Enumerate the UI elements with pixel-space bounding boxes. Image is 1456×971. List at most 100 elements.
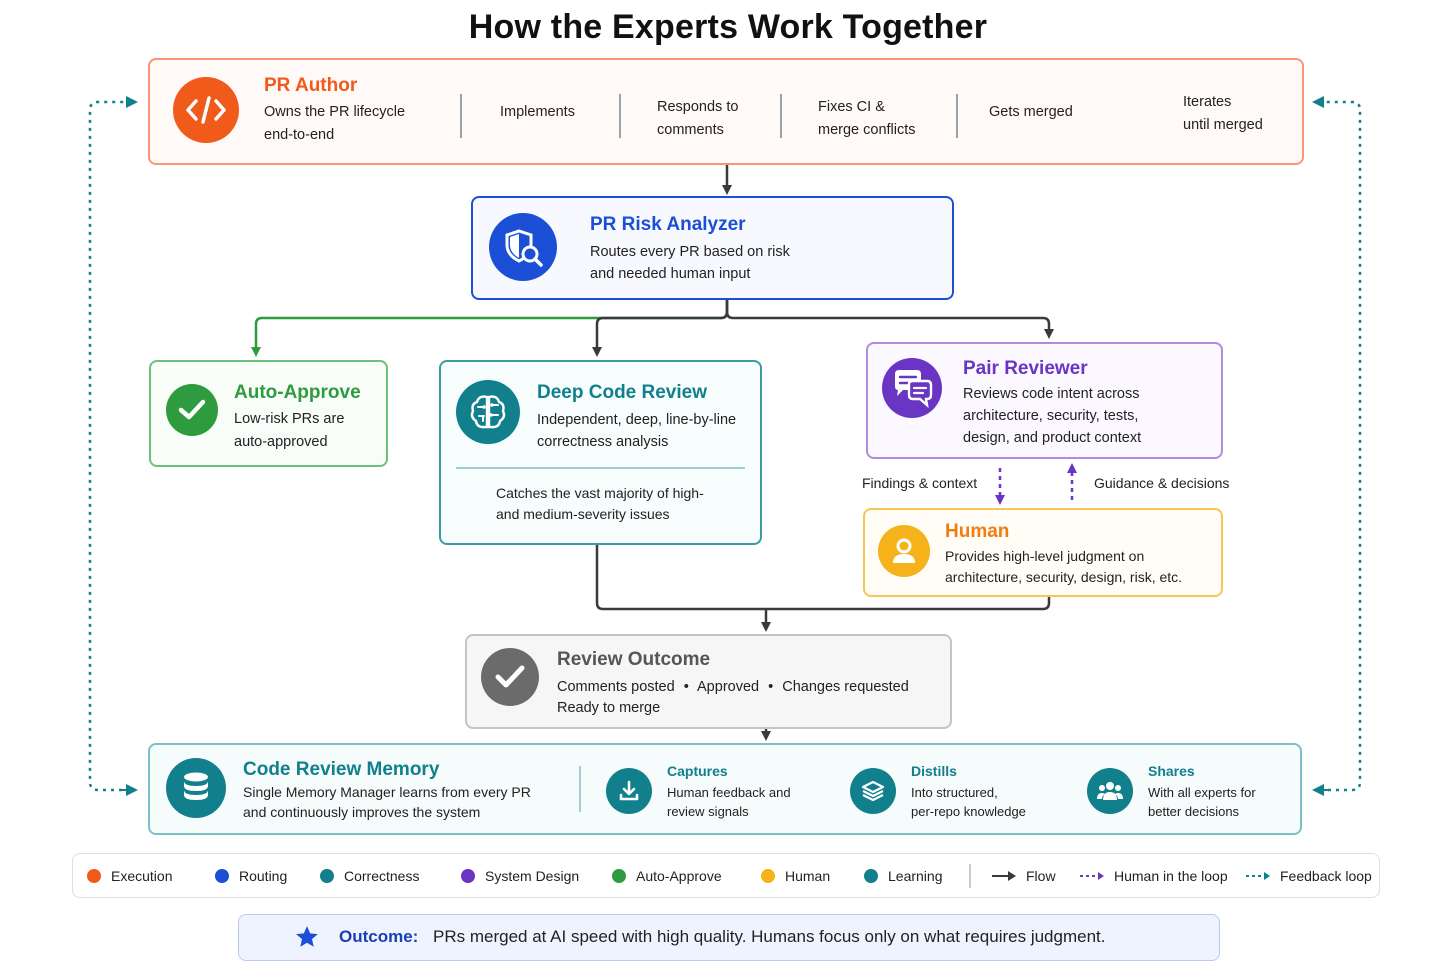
author-iterate-1: Iterates — [1183, 94, 1232, 110]
memory-desc-1: Single Memory Manager learns from every … — [243, 784, 531, 800]
legend-learning: Learning — [864, 866, 943, 886]
author-step-implements: Implements — [500, 104, 575, 120]
captures-desc-2: review signals — [667, 804, 749, 819]
legend-execution: Execution — [87, 866, 172, 886]
divider — [460, 94, 462, 138]
auto-approve-title: Auto-Approve — [234, 382, 361, 403]
bullet: • — [683, 679, 689, 695]
author-step-fixes-2: merge conflicts — [818, 122, 916, 138]
flow-risk-deep — [592, 300, 729, 357]
author-step-merged: Gets merged — [989, 104, 1073, 120]
flow-line-icon — [992, 871, 1016, 881]
outcome-label: Outcome: — [339, 927, 419, 946]
database-icon — [166, 758, 226, 818]
author-step-responds-2: comments — [657, 122, 724, 138]
legend-label: System Design — [485, 868, 580, 884]
legend-divider — [969, 864, 971, 888]
review-outcome-items: Comments posted • Approved • Changes req… — [557, 676, 909, 698]
legend-label: Flow — [1026, 868, 1056, 884]
legend-system-design: System Design — [461, 866, 579, 886]
review-outcome-box — [465, 634, 952, 729]
check-icon — [166, 384, 218, 436]
star-icon — [294, 924, 320, 955]
legend-label: Learning — [888, 868, 943, 884]
divider — [619, 94, 621, 138]
routing-dot — [215, 869, 229, 883]
deep-review-divider — [456, 467, 745, 469]
human-dot — [761, 869, 775, 883]
risk-analyzer-desc-2: and needed human input — [590, 266, 751, 282]
legend — [72, 853, 1380, 898]
legend-label: Routing — [239, 868, 288, 884]
captures-desc-1: Human feedback and — [667, 785, 791, 800]
code-icon — [173, 77, 239, 143]
deep-review-note-1: Catches the vast majority of high- — [496, 485, 704, 501]
system-design-dot — [461, 869, 475, 883]
distills-desc-2: per-repo knowledge — [911, 804, 1026, 819]
legend-label: Execution — [111, 868, 173, 884]
shares-title: Shares — [1148, 763, 1195, 779]
page-title: How the Experts Work Together — [468, 8, 988, 46]
legend-label: Human in the loop — [1114, 868, 1228, 884]
legend-human: Human — [761, 866, 830, 886]
correctness-dot — [320, 869, 334, 883]
legend-human-in-loop: Human in the loop — [1080, 866, 1228, 886]
findings-context-label: Findings & context — [862, 475, 978, 491]
author-iterate-2: until merged — [1183, 117, 1263, 133]
guidance-decisions-label: Guidance & decisions — [1094, 475, 1230, 491]
pr-author-desc-1: Owns the PR lifecycle — [264, 104, 406, 120]
learning-dot — [864, 869, 878, 883]
shares-desc-2: better decisions — [1148, 804, 1240, 819]
risk-analyzer-box — [471, 196, 954, 300]
pair-reviewer-desc-3: design, and product context — [963, 430, 1142, 446]
hitl-line-icon — [1080, 872, 1104, 880]
risk-analyzer-desc-1: Routes every PR based on risk — [590, 244, 790, 260]
author-step-responds-1: Responds to — [657, 99, 739, 115]
memory-title: Code Review Memory — [243, 759, 440, 780]
deep-review-note-2: and medium-severity issues — [496, 506, 670, 522]
shares-desc-1: With all experts for — [1148, 785, 1256, 800]
auto-approve-desc-2: auto-approved — [234, 434, 328, 450]
risk-analyzer-title: PR Risk Analyzer — [590, 214, 746, 235]
divider — [780, 94, 782, 138]
feedback-left — [88, 96, 138, 792]
captures-title: Captures — [667, 763, 728, 779]
legend-correctness: Correctness — [320, 866, 419, 886]
pr-author-box — [148, 58, 1304, 165]
pair-reviewer-desc-2: architecture, security, tests, — [963, 408, 1139, 424]
divider — [579, 766, 581, 812]
legend-label: Correctness — [344, 868, 420, 884]
outcome-item: Changes requested — [782, 679, 909, 695]
legend-feedback-loop: Feedback loop — [1246, 866, 1372, 886]
distills-title: Distills — [911, 763, 957, 779]
deep-review-desc-1: Independent, deep, line-by-line — [537, 412, 737, 428]
group-icon — [1087, 768, 1133, 814]
person-icon — [878, 525, 930, 577]
bullet: • — [768, 679, 774, 695]
outcome-banner — [238, 914, 1220, 961]
legend-label: Human — [785, 868, 831, 884]
layers-icon — [850, 768, 896, 814]
memory-desc-2: and continuously improves the system — [243, 804, 481, 820]
review-outcome-title: Review Outcome — [557, 649, 711, 670]
shield-search-icon — [489, 213, 557, 281]
legend-routing: Routing — [215, 866, 287, 886]
deep-review-desc-2: correctness analysis — [537, 434, 669, 450]
distills-desc-1: Into structured, — [911, 785, 998, 800]
pair-reviewer-desc-1: Reviews code intent across — [963, 386, 1140, 402]
pair-reviewer-title: Pair Reviewer — [963, 358, 1088, 379]
review-outcome-ready: Ready to merge — [557, 700, 661, 716]
legend-label: Auto-Approve — [636, 868, 722, 884]
check-circle-icon — [481, 648, 539, 706]
pr-author-desc-2: end-to-end — [264, 127, 335, 143]
human-desc-1: Provides high-level judgment on — [945, 548, 1145, 564]
human-desc-2: architecture, security, design, risk, et… — [945, 569, 1183, 585]
flow-risk-pair — [725, 300, 1054, 339]
pr-author-title: PR Author — [264, 75, 358, 96]
outcome-text: PRs merged at AI speed with high quality… — [433, 927, 1106, 946]
outcome-item: Comments posted — [557, 679, 675, 695]
download-icon — [606, 768, 652, 814]
feedback-right — [1312, 96, 1362, 792]
author-step-fixes-1: Fixes CI & — [818, 99, 885, 115]
auto-approve-dot — [612, 869, 626, 883]
